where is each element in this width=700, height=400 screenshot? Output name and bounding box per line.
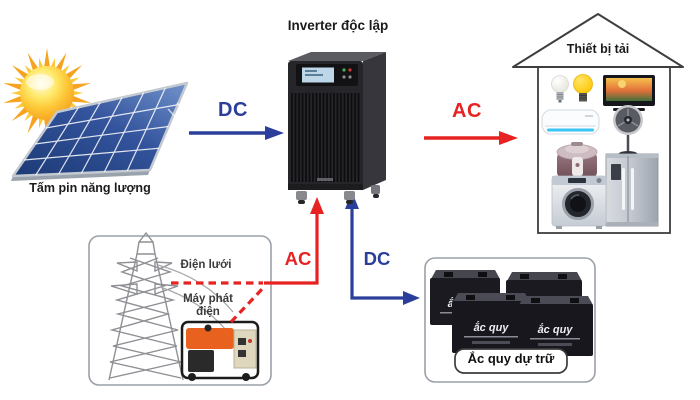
inverter-icon [288,52,386,204]
rice-cooker-icon [556,142,598,182]
air-conditioner-icon [541,109,600,135]
battery-icon: ắc quy ắc quy ắc quy ắc quy [430,270,593,356]
fan-icon [613,105,643,157]
solar-panel-label: Tấm pin năng lượng [29,181,151,195]
generator-label: Máy phát điện [183,293,233,319]
ac-arrow-inverter-to-load [424,131,518,145]
dc-flow-label-solar: DC [218,99,248,121]
dc-flow-label-battery: DC [363,248,391,269]
refrigerator-icon [605,153,659,227]
transmission-tower-icon [108,231,234,381]
generator-icon [180,320,260,381]
washing-machine-icon [551,175,607,229]
ac-input-line [171,197,324,324]
ac-flow-label-load: AC [452,100,482,122]
solar-panel-icon [11,81,208,181]
ac-flow-label-input: AC [284,248,312,269]
battery-unit-label: ắc quy [538,323,574,336]
battery-unit-label: ắc quy [474,321,510,334]
light-bulb-white-icon [551,75,569,103]
inverter-title: Inverter độc lập [287,18,389,33]
battery-caption: Ắc quy dự trữ [467,351,555,366]
dc-arrow-solar-to-inverter [189,126,284,140]
light-bulb-yellow-icon [573,74,593,102]
grid-power-label: Điện lưới [180,259,232,271]
load-house-label: Thiết bị tải [566,42,630,56]
battery-caption-box [454,348,568,374]
